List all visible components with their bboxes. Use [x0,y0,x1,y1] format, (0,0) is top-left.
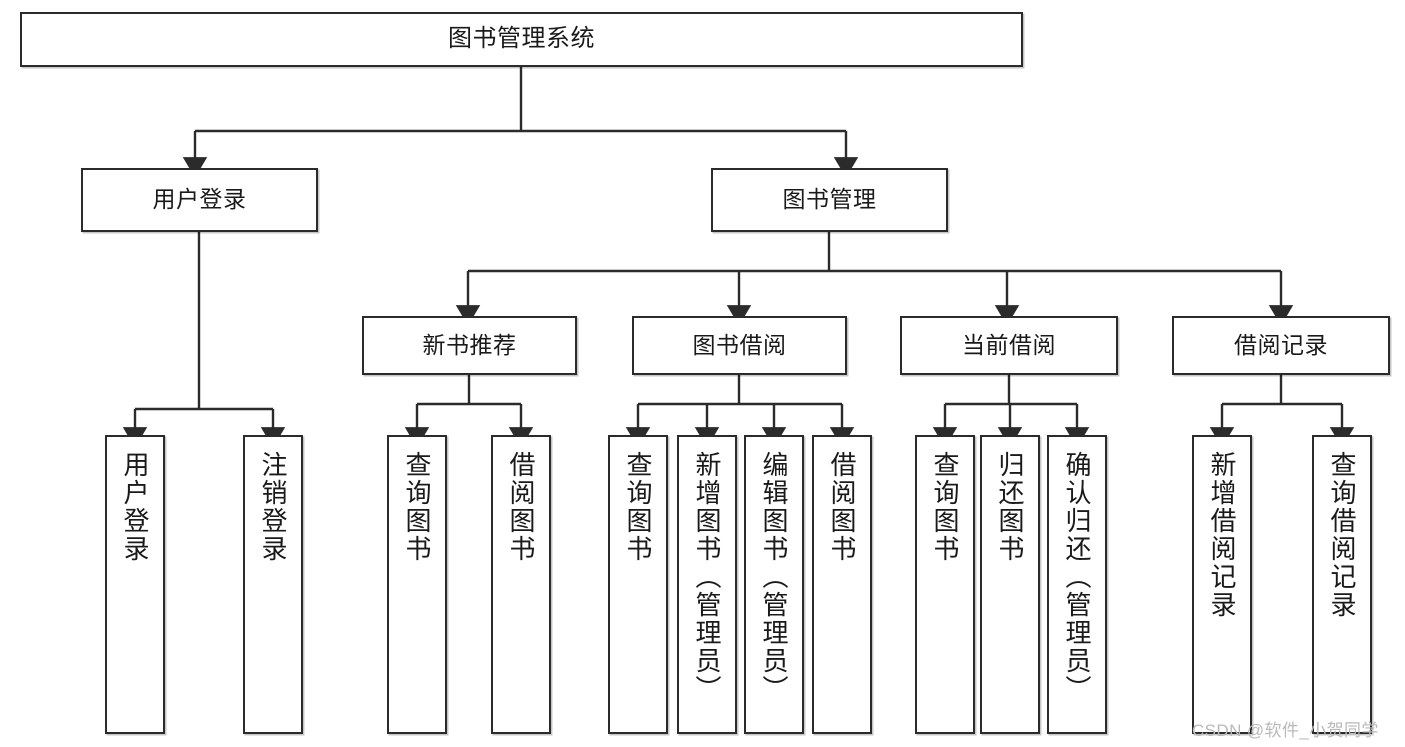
node-label: 归还图书 [995,451,1025,563]
node-leaf-query-book-recommend[interactable]: 查询图书 [387,435,447,734]
node-leaf-edit-book[interactable]: 编辑图书（管理员） [744,435,804,734]
node-label: 图书借阅 [692,331,787,358]
node-leaf-borrow-book-recommend[interactable]: 借阅图书 [491,435,551,734]
node-label: 新书推荐 [422,331,517,358]
node-label: 借阅图书 [827,451,857,563]
node-label: 图书管理系统 [448,25,595,53]
node-label: 查询图书 [623,451,653,563]
node-leaf-add-book[interactable]: 新增图书（管理员） [677,435,737,734]
node-label: 用户登录 [152,186,247,213]
node-leaf-confirm-return[interactable]: 确认归还（管理员） [1047,435,1107,734]
node-user-login[interactable]: 用户登录 [81,168,318,232]
node-leaf-user-login[interactable]: 用户登录 [105,435,165,734]
node-leaf-query-book-current[interactable]: 查询图书 [915,435,975,734]
node-label: 注销登录 [258,451,288,563]
node-label: 用户登录 [120,451,150,563]
node-leaf-add-borrow-record[interactable]: 新增借阅记录 [1192,435,1252,734]
node-leaf-query-borrow-record[interactable]: 查询借阅记录 [1312,435,1372,734]
node-leaf-return-book[interactable]: 归还图书 [980,435,1040,734]
node-label: 新增图书（管理员） [692,451,722,703]
csdn-watermark: CSDN @软件_小贺同学 [1192,721,1379,740]
node-label: 新增借阅记录 [1207,451,1237,619]
node-label: 当前借阅 [962,331,1056,358]
node-label: 查询借阅记录 [1327,451,1357,619]
node-label: 查询图书 [930,451,960,563]
node-borrow-record[interactable]: 借阅记录 [1172,316,1390,375]
node-label: 确认归还（管理员） [1062,451,1092,703]
node-new-book-recommend[interactable]: 新书推荐 [362,316,577,375]
node-current-borrow[interactable]: 当前借阅 [900,316,1118,375]
node-label: 借阅记录 [1234,331,1328,358]
node-leaf-user-logout[interactable]: 注销登录 [243,435,303,734]
node-label: 查询图书 [402,451,432,563]
node-label: 借阅图书 [506,451,536,563]
node-leaf-borrow-book[interactable]: 借阅图书 [812,435,872,734]
node-root-book-management-system[interactable]: 图书管理系统 [20,12,1023,67]
node-leaf-query-book-borrow[interactable]: 查询图书 [608,435,668,734]
node-label: 图书管理 [782,186,877,213]
node-label: 编辑图书（管理员） [759,451,789,703]
node-book-borrow[interactable]: 图书借阅 [632,316,847,375]
node-book-management[interactable]: 图书管理 [711,168,948,232]
